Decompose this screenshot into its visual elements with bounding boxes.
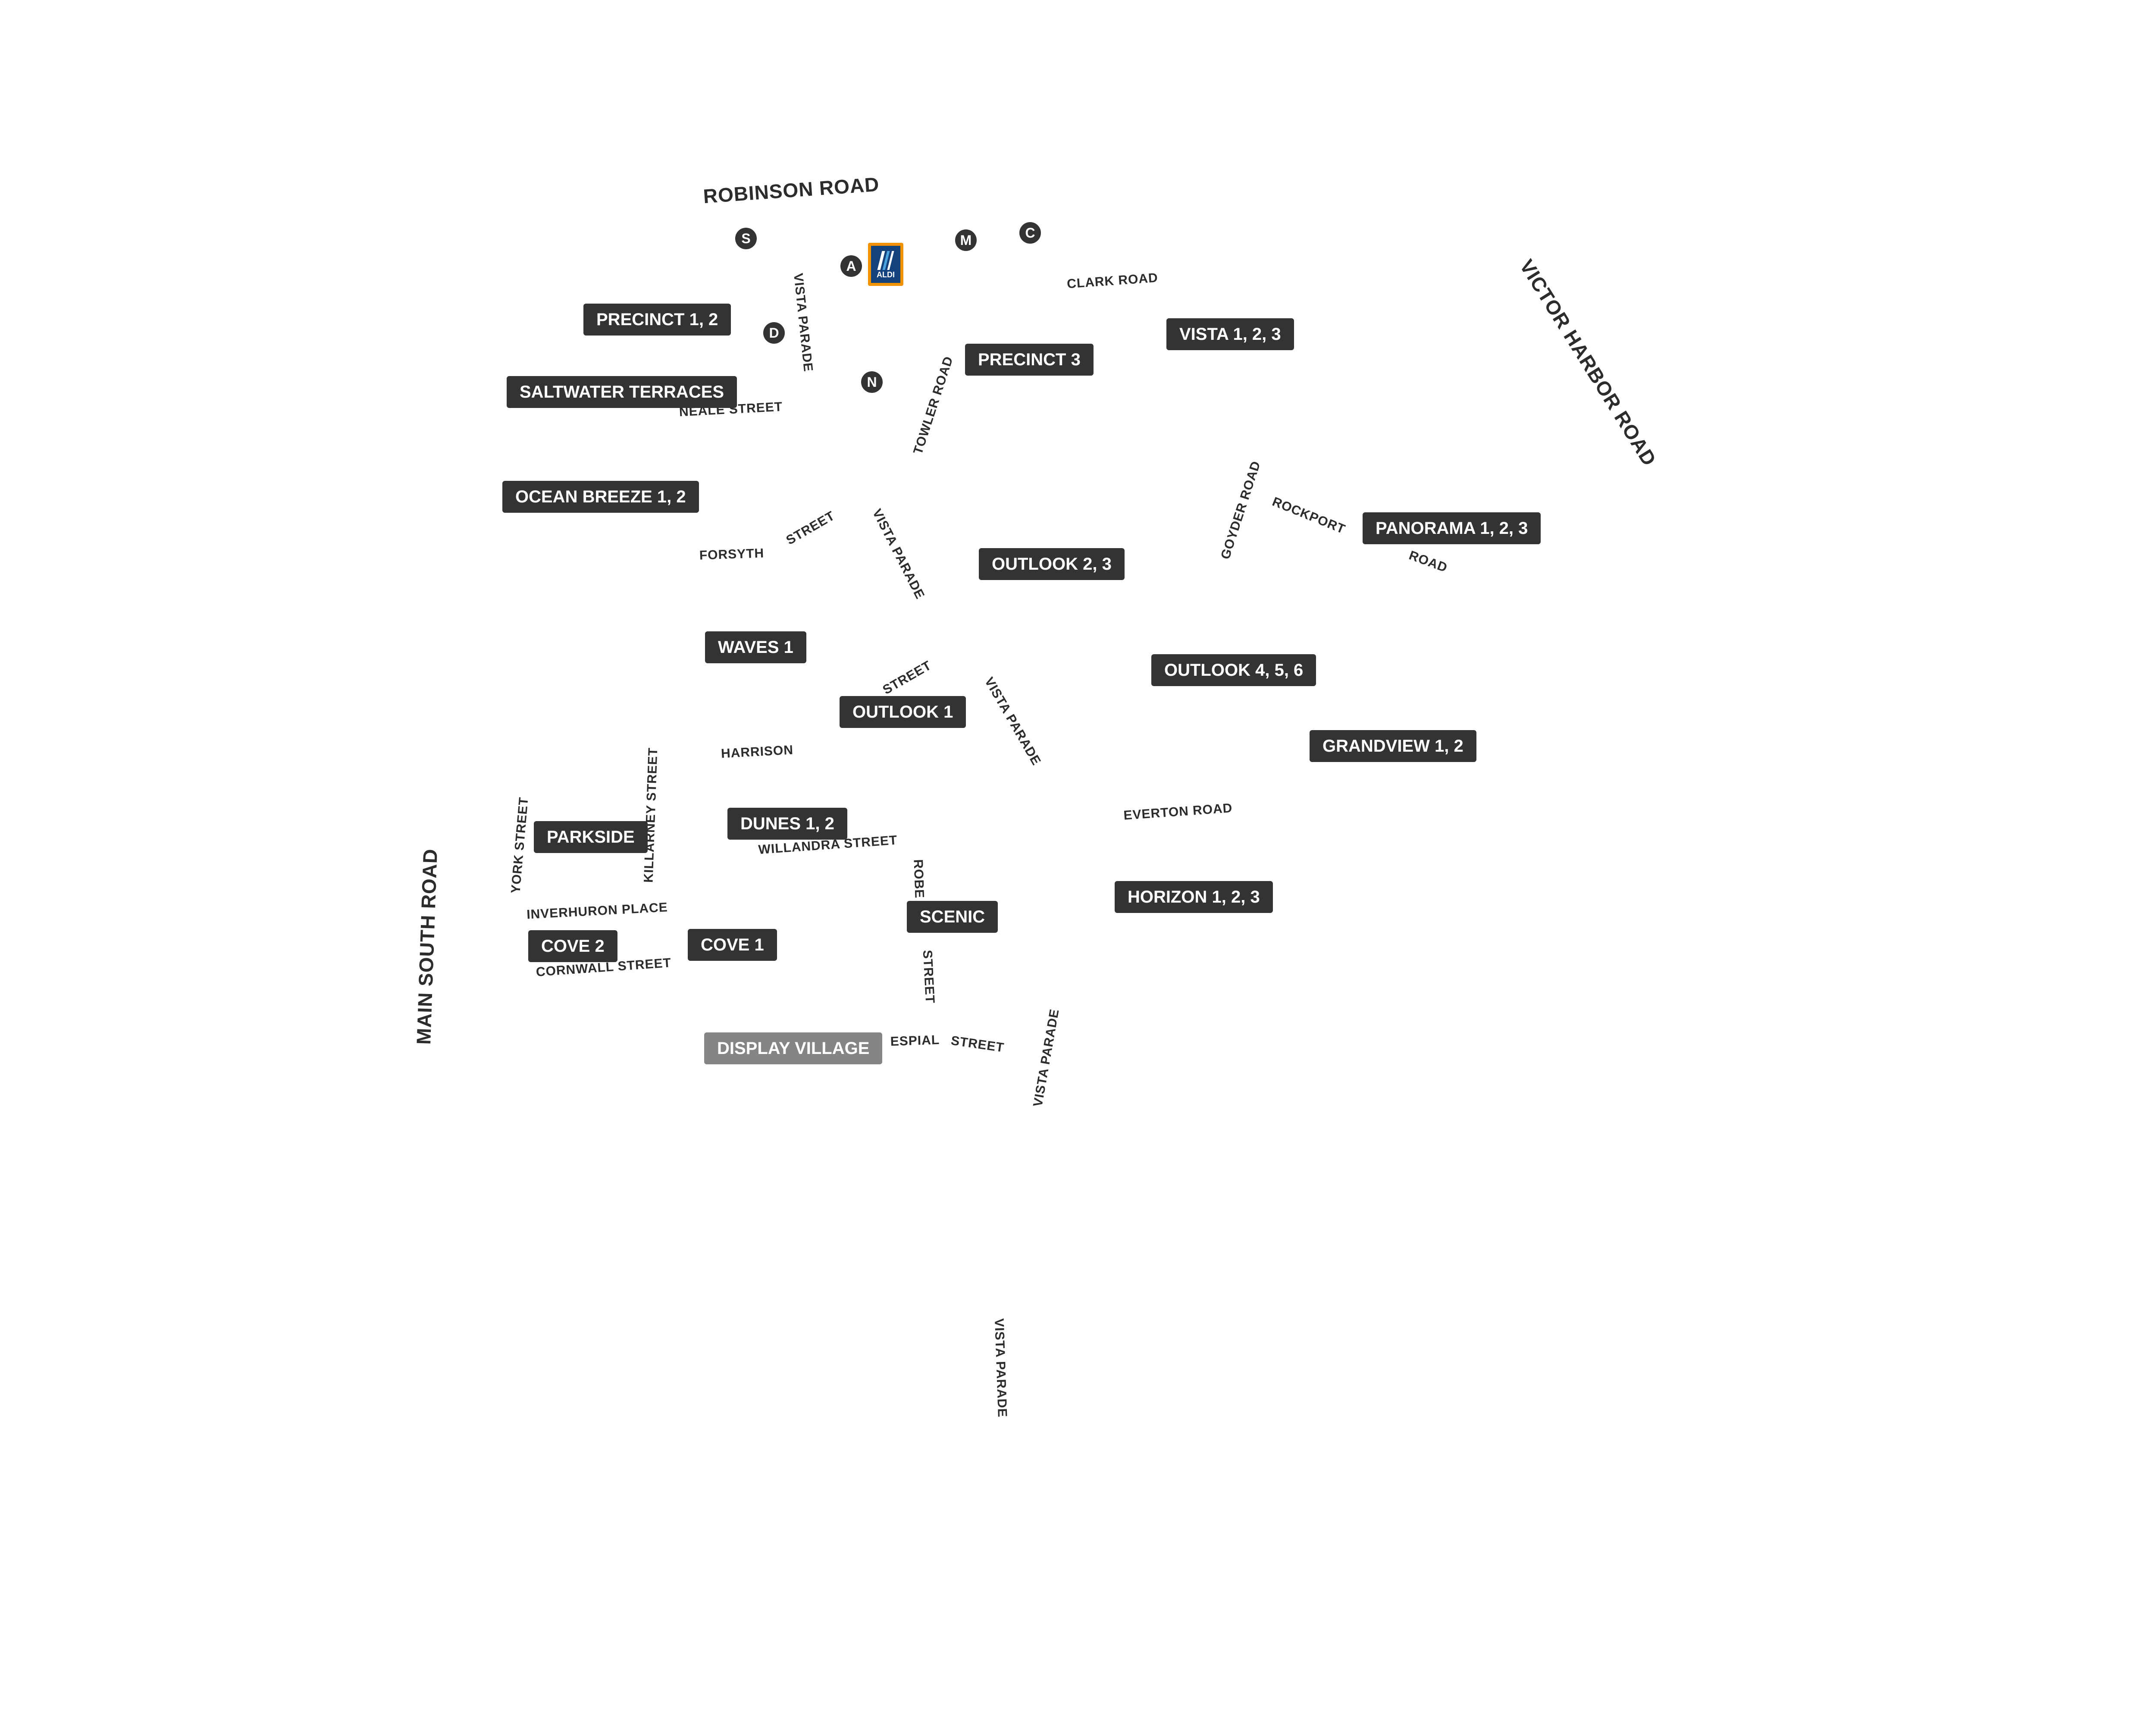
- clark-road-label: CLARK ROAD: [1066, 270, 1159, 292]
- dunes-1-2-label[interactable]: DUNES 1, 2: [727, 808, 847, 840]
- everton-road-label: EVERTON ROAD: [1123, 801, 1233, 823]
- vista-parade-south-label: VISTA PARADE: [981, 674, 1044, 768]
- vista-parade-mid-label: VISTA PARADE: [869, 506, 928, 602]
- poi-marker-s[interactable]: S: [735, 228, 757, 249]
- saltwater-terraces-label[interactable]: SALTWATER TERRACES: [507, 376, 737, 408]
- espial-street-label: STREET: [950, 1033, 1005, 1055]
- panorama-1-2-3-label[interactable]: PANORAMA 1, 2, 3: [1363, 512, 1541, 544]
- rockport-label: ROCKPORT: [1270, 494, 1348, 537]
- aldi-logo-text: ALDI: [877, 270, 895, 279]
- main-south-road-label: MAIN SOUTH ROAD: [412, 848, 442, 1045]
- waves-1-label[interactable]: WAVES 1: [705, 631, 806, 663]
- poi-marker-n[interactable]: N: [861, 371, 883, 393]
- harrison-street-label: STREET: [880, 658, 934, 697]
- robe-street-label: STREET: [920, 950, 937, 1004]
- outlook-4-5-6-label[interactable]: OUTLOOK 4, 5, 6: [1151, 654, 1316, 686]
- york-street-label: YORK STREET: [508, 796, 531, 894]
- robinson-road-label: ROBINSON ROAD: [702, 172, 880, 208]
- vista-1-2-3-label[interactable]: VISTA 1, 2, 3: [1166, 318, 1294, 350]
- cove-2-label[interactable]: COVE 2: [528, 930, 617, 962]
- ocean-breeze-1-2-label[interactable]: OCEAN BREEZE 1, 2: [502, 481, 699, 513]
- poi-marker-a[interactable]: A: [840, 255, 862, 277]
- vista-parade-north-label: VISTA PARADE: [791, 272, 815, 373]
- goyder-road-label: GOYDER ROAD: [1218, 459, 1263, 561]
- harrison-label: HARRISON: [721, 743, 794, 761]
- outlook-2-3-label[interactable]: OUTLOOK 2, 3: [979, 548, 1125, 580]
- aldi-logo[interactable]: ALDI: [868, 243, 903, 286]
- towler-road-label: TOWLER ROAD: [911, 354, 956, 456]
- rockport-road-label: ROAD: [1407, 548, 1450, 575]
- grandview-1-2-label[interactable]: GRANDVIEW 1, 2: [1310, 730, 1476, 762]
- parkside-label[interactable]: PARKSIDE: [534, 821, 648, 853]
- display-village-label[interactable]: DISPLAY VILLAGE: [704, 1032, 883, 1064]
- poi-marker-c[interactable]: C: [1019, 222, 1041, 244]
- killarney-street-label: KILLARNEY STREET: [641, 747, 661, 883]
- poi-marker-m[interactable]: M: [955, 229, 977, 251]
- forsyth-label: FORSYTH: [699, 546, 765, 563]
- forsyth-street-label: STREET: [783, 508, 837, 548]
- horizon-1-2-3-label[interactable]: HORIZON 1, 2, 3: [1115, 881, 1273, 913]
- precinct-3-label[interactable]: PRECINCT 3: [965, 344, 1094, 376]
- outlook-1-label[interactable]: OUTLOOK 1: [840, 696, 966, 728]
- vista-parade-bottom-label: VISTA PARADE: [991, 1318, 1009, 1418]
- precinct-1-2-label[interactable]: PRECINCT 1, 2: [583, 304, 731, 336]
- cove-1-label[interactable]: COVE 1: [688, 929, 777, 961]
- inverhuron-place-label: INVERHURON PLACE: [526, 900, 668, 922]
- aldi-logo-panel: ALDI: [871, 246, 900, 283]
- scenic-label[interactable]: SCENIC: [907, 901, 998, 933]
- robe-label: ROBE: [911, 859, 927, 899]
- victor-harbor-road-label: VICTOR HARBOR ROAD: [1515, 255, 1661, 470]
- poi-marker-d[interactable]: D: [763, 322, 785, 344]
- vista-parade-lower-label: VISTA PARADE: [1031, 1007, 1062, 1108]
- espial-label: ESPIAL: [890, 1033, 940, 1049]
